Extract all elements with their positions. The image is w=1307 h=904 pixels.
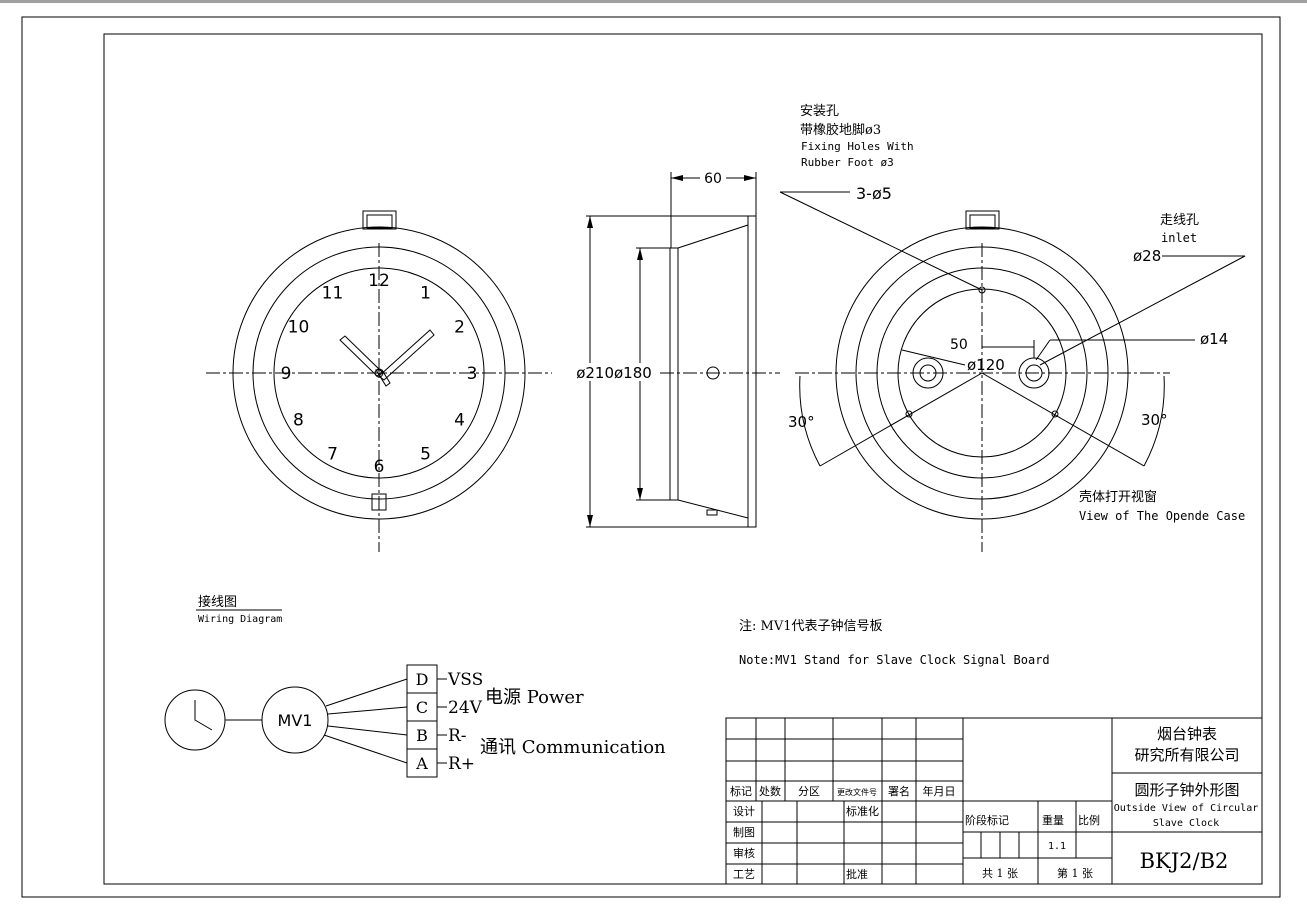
case-body xyxy=(677,224,749,519)
numeral: 9 xyxy=(281,364,292,384)
terminal-signal: VSS xyxy=(447,670,483,690)
numeral: 5 xyxy=(420,445,431,465)
terminal-id: D xyxy=(416,670,429,689)
terminal-id: A xyxy=(415,754,428,773)
dim-120: ø120 xyxy=(967,356,1005,374)
numeral: 7 xyxy=(327,445,338,465)
terminal-signal: R- xyxy=(448,726,467,746)
inlet-left xyxy=(912,357,944,389)
inlet-label-en: inlet xyxy=(1161,231,1197,245)
angle-right: 30° xyxy=(1141,411,1168,429)
terminal-signal: 24V xyxy=(448,698,483,718)
caption-cn: 壳体打开视窗 xyxy=(1079,489,1157,505)
drawing-number: BKJ2/B2 xyxy=(1140,849,1229,873)
wiring-diagram: 接线图 Wiring Diagram MV1 D VSS C 24V B R- A R+ 电源… xyxy=(164,594,666,778)
minute-hand xyxy=(378,329,435,381)
drawing-title-en-2: Slave Clock xyxy=(1153,818,1219,829)
numeral: 8 xyxy=(293,411,304,431)
numeral: 1 xyxy=(420,283,431,303)
hour-hand xyxy=(339,335,383,377)
angle-left: 30° xyxy=(788,413,815,431)
inner-frame xyxy=(103,33,1263,885)
standard-label: 标准化 xyxy=(846,804,879,818)
caption-en: View of The Opende Case xyxy=(1079,509,1245,523)
numeral: 6 xyxy=(374,457,385,477)
numeral: 2 xyxy=(454,318,465,338)
fixing-label-en-1: Fixing Holes With xyxy=(801,140,914,153)
drawn-label: 制图 xyxy=(733,826,755,839)
numeral: 12 xyxy=(368,271,390,291)
revision-header: 更改文件号 xyxy=(837,787,877,797)
fixing-label-cn-1: 安装孔 xyxy=(800,104,839,119)
holes-label: 3-ø5 xyxy=(856,184,892,203)
hole-diameter: ø14 xyxy=(1200,330,1228,348)
revision-header: 标记 xyxy=(730,784,752,798)
note-cn: 注: MV1代表子钟信号板 xyxy=(739,618,882,634)
fixing-label-en-2: Rubber Foot ø3 xyxy=(801,156,894,169)
mv1-module xyxy=(261,686,329,754)
sheet-number: 第 1 张 xyxy=(1057,866,1093,880)
revision-header: 署名 xyxy=(888,784,910,798)
total-sheets: 共 1 张 xyxy=(982,867,1018,880)
company-name-2: 研究所有限公司 xyxy=(1134,746,1239,764)
dim-diameters: ø210ø180 xyxy=(576,364,652,382)
check-label: 审核 xyxy=(733,846,755,860)
approve-label: 批准 xyxy=(846,867,868,881)
inlet-label-cn: 走线孔 xyxy=(1160,213,1199,228)
wiring-title-en: Wiring Diagram xyxy=(198,614,282,625)
terminal-signal: R+ xyxy=(448,754,475,774)
back-plate xyxy=(669,247,679,501)
revision-header: 分区 xyxy=(798,785,820,798)
design-label: 设计 xyxy=(733,805,755,818)
fixing-hole-right xyxy=(1051,410,1059,418)
communication-label: 通讯 Communication xyxy=(480,737,666,758)
drawing-title-en-1: Outside View of Circular xyxy=(1114,803,1259,814)
power-label: 电源 Power xyxy=(485,687,584,708)
fixing-hole-top xyxy=(978,286,986,294)
weight-value: 1.1 xyxy=(1048,841,1066,852)
back-view: 安装孔 带橡胶地脚ø3 Fixing Holes With Rubber Foo… xyxy=(779,104,1246,552)
revision-header: 年月日 xyxy=(923,784,956,798)
note-en: Note:MV1 Stand for Slave Clock Signal Bo… xyxy=(739,653,1050,667)
numeral: 4 xyxy=(454,411,465,431)
front-flange xyxy=(747,215,757,528)
fixing-hole-left xyxy=(905,410,913,418)
company-name-1: 烟台钟表 xyxy=(1157,725,1217,743)
inlet-diameter: ø28 xyxy=(1133,247,1161,265)
terminal-id: C xyxy=(416,698,428,717)
stage-label: 阶段标记 xyxy=(965,813,1009,827)
drawing-title-cn: 圆形子钟外形图 xyxy=(1134,781,1239,799)
revision-header: 处数 xyxy=(759,785,781,798)
hanger xyxy=(362,210,397,230)
second-hand xyxy=(375,369,391,387)
bottom-clip xyxy=(371,493,387,511)
mv1-label: MV1 xyxy=(278,711,313,730)
scale-label: 比例 xyxy=(1078,813,1100,827)
side-view: 60 ø210ø180 xyxy=(572,168,780,528)
dim-depth: 60 xyxy=(704,171,722,187)
weight-label: 重量 xyxy=(1042,813,1064,827)
numeral: 3 xyxy=(467,364,478,384)
dim-50: 50 xyxy=(950,337,968,353)
wiring-title-cn: 接线图 xyxy=(198,594,237,610)
numeral: 11 xyxy=(322,283,344,303)
outer-frame xyxy=(21,16,1281,898)
numeral: 10 xyxy=(288,318,310,338)
terminal-id: B xyxy=(416,726,428,745)
process-label: 工艺 xyxy=(733,868,755,881)
fixing-label-cn-2: 带橡胶地脚ø3 xyxy=(800,122,881,138)
